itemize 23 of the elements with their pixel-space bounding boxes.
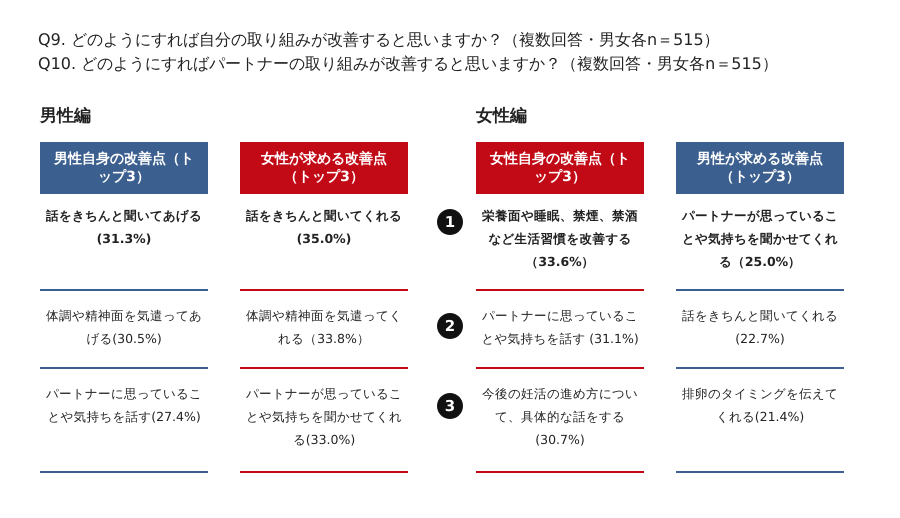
answer-text: 今後の妊活の進め方について、具体的な話をする(30.7%) [481,385,639,450]
section-heading: 男性編 [40,105,91,127]
section-heading: 女性編 [476,105,527,127]
question-text: Q9. どのようにすれば自分の取り組みが改善すると思いますか？（複数回答・男女各n＝515） [38,30,720,51]
answer-text: 体調や精神面を気遣ってあげる(30.5%) [45,307,203,348]
rank-number: 2 [437,313,463,339]
answer-text: パートナーに思っていることや気持ちを話す(27.4%) [45,385,203,426]
answer-text: 体調や精神面を気遣ってくれる（33.8%） [245,307,403,348]
rank-number: 3 [437,393,463,419]
answer-text: 栄養面や睡眠、禁煙、禁酒など生活習慣を改善する（33.6%） [481,207,639,272]
answer-text: 話をきちんと聞いてくれる(22.7%) [681,307,839,348]
column-header: 男性が求める改善点（トップ3） [676,142,844,194]
column-header: 女性が求める改善点（トップ3） [240,142,408,194]
question-text: Q10. どのようにすればパートナーの取り組みが改善すると思いますか？（複数回答・男女各n＝515） [38,54,778,75]
column-header: 女性自身の改善点（トップ3） [476,142,644,194]
answer-text: 排卵のタイミングを伝えてくれる(21.4%) [681,385,839,426]
answer-text: パートナーが思っていることや気持ちを聞かせてくれる(33.0%) [245,385,403,450]
answer-text: パートナーに思っていることや気持ちを話す (31.1%) [480,307,640,348]
answer-text: 話をきちんと聞いてくれる(35.0%) [245,207,403,248]
answer-text: パートナーが思っていることや気持ちを聞かせてくれる（25.0%） [680,207,839,272]
column-header: 男性自身の改善点（トップ3） [40,142,208,194]
answer-text: 話をきちんと聞いてあげる(31.3%) [45,207,203,248]
rank-number: 1 [437,209,463,235]
